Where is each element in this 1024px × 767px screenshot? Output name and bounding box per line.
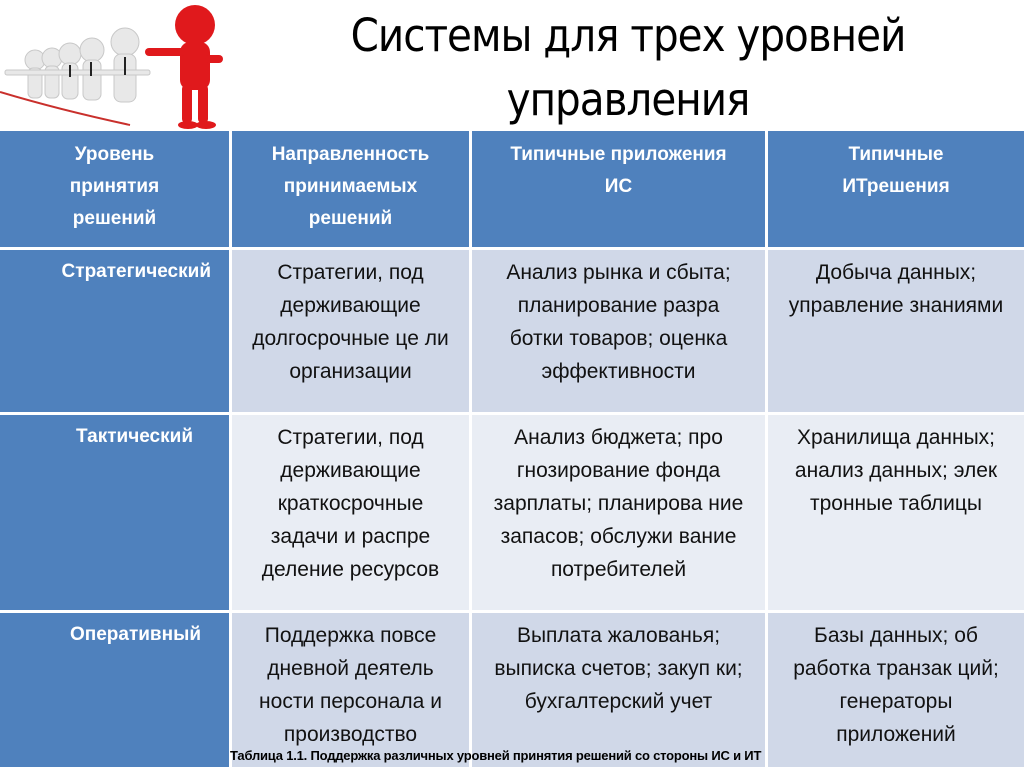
tactical-apps: Анализ бюджета; про гнозирование фонда з… [472,415,765,610]
leader-illustration-icon [0,5,223,129]
tactical-it: Хранилища данных; анализ данных; элек тр… [768,415,1024,610]
operational-apps: Выплата жалованья; выписка счетов; закуп… [472,613,765,767]
level-operational: Оперативный [0,613,229,767]
header-is-apps: Типичные приложения ИС [472,131,765,247]
strategic-it: Добыча данных; управление знаниями [768,250,1024,412]
strategic-apps: Анализ рынка и сбыта; планирование разра… [472,250,765,412]
header-direction: Направленность принимаемых решений [232,131,469,247]
tactical-direction: Стратегии, под держивающие краткосрочные… [232,415,469,610]
strategic-direction: Стратегии, под держивающие долгосрочные … [232,250,469,412]
slide-title: Системы для трех уровней управления [350,9,907,126]
operational-it: Базы данных; об работка транзак ций; ген… [768,613,1024,767]
operational-direction: Поддержка повсе дневной деятель ности пе… [232,613,469,767]
table-caption: Таблица 1.1. Поддержка различных уровней… [230,748,762,763]
level-strategic: Стратегический [0,250,229,412]
decision-levels-table: Уровень принятия решений Направленность … [0,131,1024,767]
header-it-solutions: Типичные ИТрешения [768,131,1024,247]
header-level: Уровень принятия решений [0,131,229,247]
level-tactical: Тактический [0,415,229,610]
